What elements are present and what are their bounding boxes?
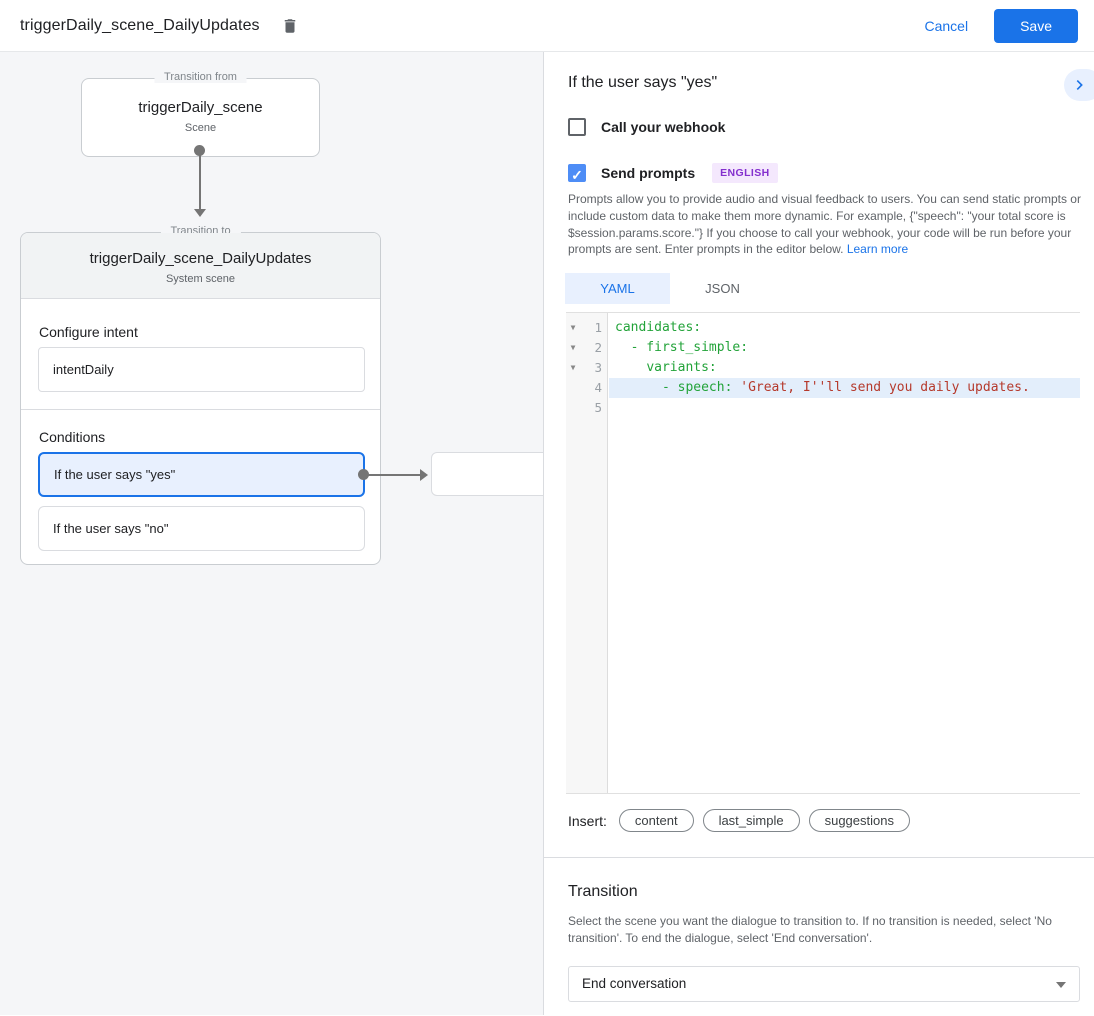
transition-from-legend: Transition from: [154, 71, 247, 83]
section-divider: [544, 857, 1094, 858]
transition-to-card: Transition to triggerDaily_scene_DailyUp…: [20, 225, 381, 565]
active-line-highlight: [609, 378, 1080, 398]
connector-dot: [194, 145, 205, 156]
delete-button[interactable]: [278, 14, 302, 38]
condition-item[interactable]: If the user says "yes": [38, 452, 365, 497]
cancel-button[interactable]: Cancel: [924, 17, 969, 34]
code-token-plain: [615, 340, 631, 355]
line-number: 1: [594, 320, 602, 335]
dropdown-caret-icon: [1056, 982, 1066, 988]
yaml-code-editor[interactable]: ▼ 1 candidates: ▼ 2 - first_simple: ▼ 3 varian…: [566, 312, 1080, 794]
prompts-checkbox[interactable]: ✓: [568, 164, 586, 183]
line-number: 2: [594, 340, 602, 355]
flow-canvas: Transition from triggerDaily_scene Scene…: [0, 52, 543, 1015]
tab-json[interactable]: JSON: [705, 281, 740, 296]
prompts-row: ✓ Send prompts ENGLISH: [568, 163, 778, 183]
arrow-down-icon: [194, 209, 206, 217]
to-scene-name: triggerDaily_scene_DailyUpdates: [89, 250, 312, 267]
prompts-description: Prompts allow you to provide audio and v…: [568, 191, 1082, 258]
line-number: 3: [594, 360, 602, 375]
insert-chip-suggestions[interactable]: suggestions: [808, 809, 910, 832]
insert-label: Insert:: [568, 812, 607, 829]
line-code: - first_simple:: [615, 338, 1080, 358]
condition-title: If the user says "yes": [568, 74, 718, 91]
connector-line-vertical: [199, 152, 201, 209]
code-token-plain: [615, 380, 662, 395]
transition-select-value: End conversation: [582, 976, 687, 991]
webhook-checkbox[interactable]: [568, 118, 586, 136]
intent-field[interactable]: intentDaily: [38, 347, 365, 392]
learn-more-link[interactable]: Learn more: [846, 242, 909, 257]
editor-line: 5: [566, 398, 1080, 418]
fold-arrow-icon[interactable]: ▼: [570, 323, 576, 332]
conditions-list: If the user says "yes" If the user says "…: [38, 452, 365, 560]
connector-dot: [358, 469, 369, 480]
topbar: triggerDaily_scene_DailyUpdates Cancel S…: [0, 0, 1094, 52]
fold-arrow-icon[interactable]: ▼: [570, 363, 576, 372]
condition-item[interactable]: If the user says "no": [38, 506, 365, 551]
trash-icon: [284, 18, 295, 33]
insert-chip-group: content last_simple suggestions: [618, 809, 910, 832]
code-token-str: 'Great, I''ll send you daily updates.: [740, 380, 1030, 395]
topbar-actions: Cancel Save: [924, 8, 1078, 43]
line-code: - speech: 'Great, I''ll send you daily u…: [615, 378, 1080, 398]
connector-line-horizontal: [364, 474, 421, 476]
condition-target-node[interactable]: [431, 452, 543, 496]
editor-gutter: [566, 313, 608, 793]
transition-select[interactable]: End conversation: [568, 966, 1080, 1002]
card-divider: [21, 409, 380, 410]
line-number: 4: [594, 380, 602, 395]
webhook-row: Call your webhook: [568, 118, 725, 136]
chevron-right-icon: [1076, 80, 1083, 90]
transition-description: Select the scene you want the dialogue t…: [568, 914, 1052, 945]
insert-chip-content[interactable]: content: [618, 809, 694, 832]
insert-chip-last_simple[interactable]: last_simple: [702, 809, 800, 832]
transition-heading: Transition: [568, 883, 638, 900]
tab-yaml[interactable]: YAML: [565, 273, 670, 304]
code-token-key: - speech:: [661, 380, 733, 395]
insert-row: Insert: content last_simple suggestions: [568, 809, 910, 832]
editor-format-tabs: YAML JSON: [565, 273, 775, 304]
webhook-label: Call your webhook: [601, 119, 726, 135]
code-token-key: candidates:: [615, 320, 702, 335]
line-code: variants:: [615, 358, 1080, 378]
editor-line: ▼ 1 candidates:: [566, 318, 1080, 338]
prompts-label: Send prompts: [601, 165, 696, 181]
page-title: triggerDaily_scene_DailyUpdates: [20, 16, 260, 34]
editor-line: 4 - speech: 'Great, I''ll send you daily…: [566, 378, 1080, 398]
editor-line: ▼ 3 variants:: [566, 358, 1080, 378]
code-token-key: variants:: [646, 360, 717, 375]
code-token-plain: [615, 360, 646, 375]
configure-intent-label: Configure intent: [39, 324, 138, 340]
from-scene-type: Scene: [184, 122, 217, 134]
line-number: 5: [594, 400, 602, 415]
code-token-key: - first_simple:: [630, 340, 749, 355]
line-code: candidates:: [615, 318, 1080, 338]
to-scene-type: System scene: [165, 273, 236, 285]
arrow-right-icon: [420, 469, 428, 481]
editor-lines: ▼ 1 candidates: ▼ 2 - first_simple: ▼ 3 varian…: [566, 313, 1080, 418]
transition-from-node[interactable]: Transition from triggerDaily_scene Scene: [81, 71, 320, 157]
collapse-panel-button[interactable]: [1064, 69, 1094, 101]
condition-detail-panel: If the user says "yes" Call your webhook…: [543, 52, 1094, 1015]
save-button[interactable]: Save: [994, 8, 1078, 43]
language-badge: ENGLISH: [712, 163, 778, 183]
editor-line: ▼ 2 - first_simple:: [566, 338, 1080, 358]
scene-card-header: triggerDaily_scene_DailyUpdates System s…: [21, 233, 380, 299]
content-split: Transition from triggerDaily_scene Scene…: [0, 52, 1094, 1015]
conditions-label: Conditions: [39, 429, 106, 445]
from-scene-name: triggerDaily_scene: [138, 99, 263, 116]
fold-arrow-icon[interactable]: ▼: [570, 343, 576, 352]
prompts-description-text: Prompts allow you to provide audio and v…: [568, 192, 1081, 257]
